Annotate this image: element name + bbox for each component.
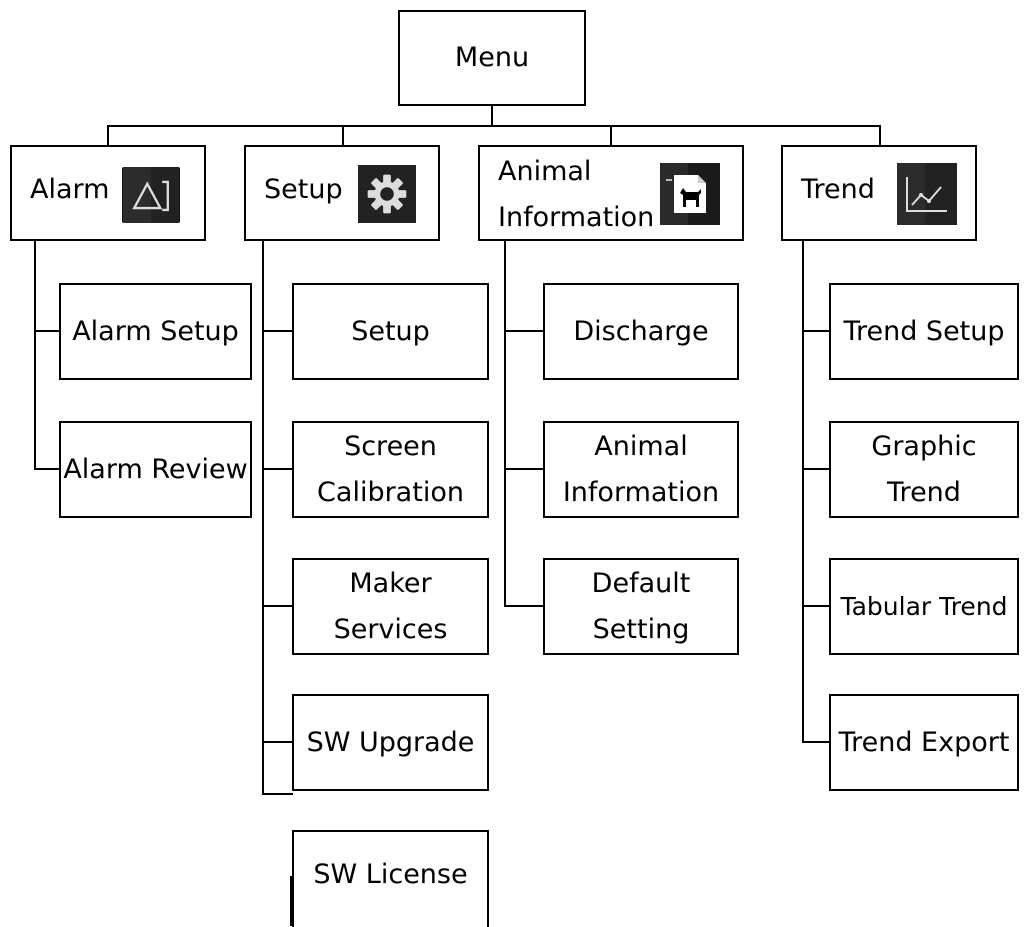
bus-drop-animal [610,125,612,146]
category-trend-label: Trend [801,174,875,205]
category-trend[interactable]: Trend [781,145,977,241]
trend-chart-icon [897,163,957,225]
item-default-setting-label: Default Setting [591,567,691,645]
category-alarm-label: Alarm [30,174,110,205]
animal-trunk [504,241,506,606]
setup-branch-2 [262,468,293,470]
item-tabular-trend-label: Tabular Trend [840,591,1008,621]
alarm-icon [122,167,180,223]
root-connector-vertical [491,106,493,126]
trend-branch-3 [802,605,830,607]
item-alarm-setup-label: Alarm Setup [72,315,239,347]
root-menu-label: Menu [454,42,530,73]
alarm-branch-1 [34,330,60,332]
item-graphic-trend-label: Graphic Trend [871,430,977,508]
alarm-branch-2 [34,468,60,470]
trend-branch-1 [802,330,830,332]
item-sw-upgrade[interactable]: SW Upgrade [292,694,489,791]
item-tabular-trend[interactable]: Tabular Trend [829,558,1019,655]
category-animal-information[interactable]: Animal Information [478,145,744,241]
gear-icon [358,165,416,223]
trend-trunk [802,241,804,743]
item-graphic-trend[interactable]: Graphic Trend [829,421,1019,518]
item-sw-license-label: SW License [313,858,468,890]
item-trend-export[interactable]: Trend Export [829,694,1019,791]
animal-info-icon [660,163,720,225]
item-alarm-review[interactable]: Alarm Review [59,421,252,518]
alarm-trunk [34,241,36,469]
bus-drop-trend [879,125,881,146]
item-discharge-label: Discharge [573,315,709,347]
item-sw-upgrade-label: SW Upgrade [306,726,475,758]
bus-drop-setup [342,125,344,146]
item-animal-information-label: Animal Information [562,430,720,508]
item-setup-label: Setup [351,315,430,347]
item-setup[interactable]: Setup [292,283,489,380]
item-animal-information[interactable]: Animal Information [543,421,739,518]
item-screen-calibration-label: Screen Calibration [317,430,464,508]
item-screen-calibration[interactable]: Screen Calibration [292,421,489,518]
item-sw-license[interactable]: SW License [292,830,489,927]
item-alarm-review-label: Alarm Review [63,453,248,485]
item-maker-services[interactable]: Maker Services [292,558,489,655]
item-alarm-setup[interactable]: Alarm Setup [59,283,252,380]
trend-branch-2 [802,468,830,470]
item-trend-export-label: Trend Export [838,726,1010,758]
trend-branch-4 [802,741,830,743]
category-setup-label: Setup [264,174,343,205]
category-setup[interactable]: Setup [244,145,440,241]
item-trend-setup-label: Trend Setup [843,315,1005,347]
bus-drop-alarm [107,125,109,146]
setup-branch-3 [262,605,293,607]
setup-branch-5 [262,793,293,795]
item-trend-setup[interactable]: Trend Setup [829,283,1019,380]
animal-branch-2 [504,468,544,470]
setup-branch-1 [262,330,293,332]
item-maker-services-label: Maker Services [333,567,448,645]
setup-trunk [262,241,264,795]
setup-trunk-tail [290,876,292,926]
setup-branch-4 [262,741,293,743]
category-animal-information-label: Animal Information [498,156,655,233]
animal-branch-3 [504,605,544,607]
animal-branch-1 [504,330,544,332]
item-default-setting[interactable]: Default Setting [543,558,739,655]
category-alarm[interactable]: Alarm [10,145,206,241]
top-bus-horizontal [107,125,881,127]
item-discharge[interactable]: Discharge [543,283,739,380]
root-menu-box[interactable]: Menu [398,10,586,106]
